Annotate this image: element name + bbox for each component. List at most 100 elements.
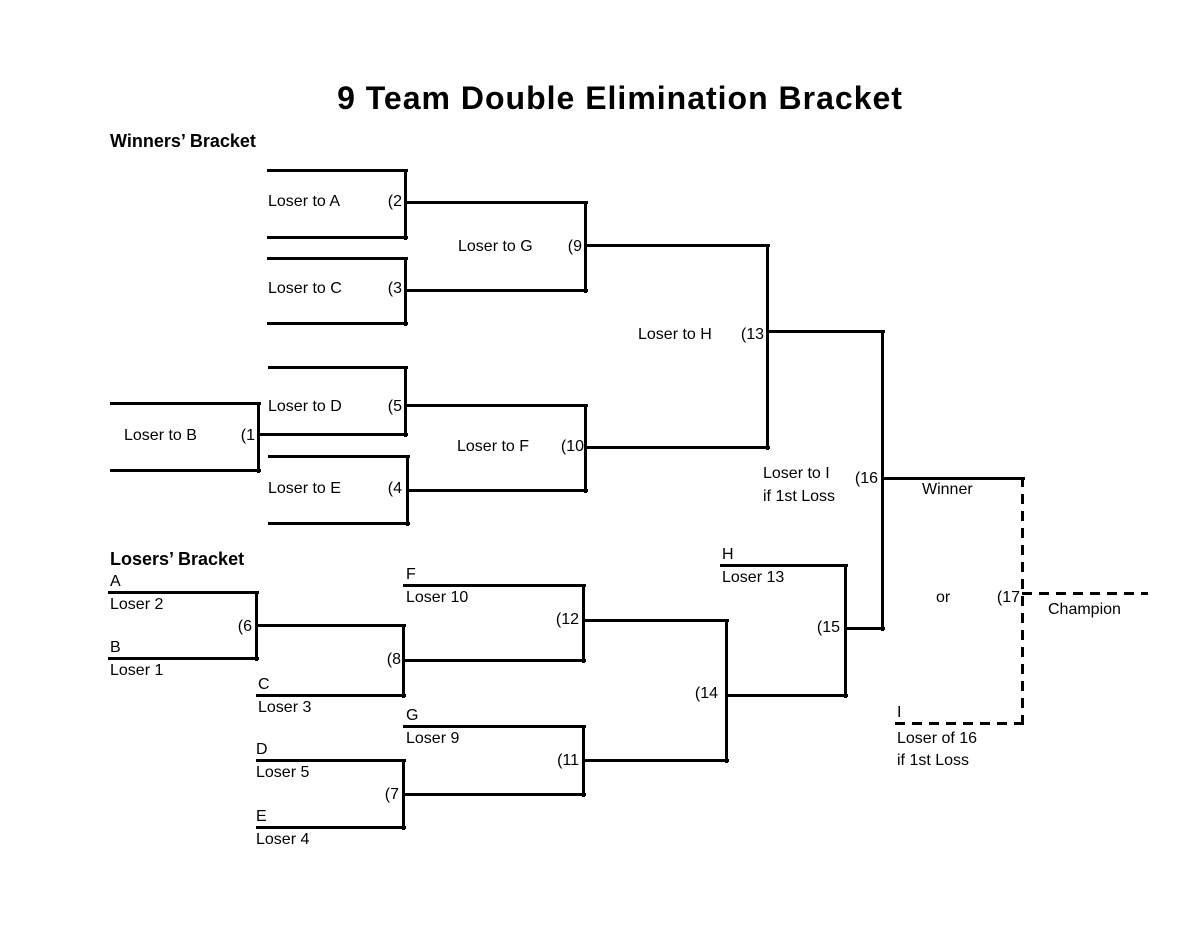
bracket-line-horizontal — [585, 446, 770, 449]
bracket-line-horizontal — [258, 433, 408, 436]
winner-label: Winner — [922, 481, 973, 498]
match-game-4: Loser to E (4 — [268, 480, 402, 498]
match-game-5: Loser to D (5 — [268, 398, 402, 416]
match-team-label: Loser to B — [124, 427, 197, 444]
game-number-7: (7 — [384, 786, 399, 803]
slot-desc-I: Loser of 16 if 1st Loss — [897, 728, 977, 772]
bracket-line-vertical — [584, 201, 587, 293]
match-team-label: Loser to H — [638, 326, 712, 343]
page-title: 9 Team Double Elimination Bracket — [337, 80, 903, 116]
bracket-line-vertical — [404, 366, 407, 437]
bracket-line-horizontal — [267, 322, 408, 325]
bracket-line-horizontal — [267, 236, 408, 239]
match-number: (9 — [567, 238, 582, 255]
slot-letter-A: A — [110, 573, 121, 590]
or-label: or — [936, 589, 951, 606]
game-number-15: (15 — [816, 619, 840, 636]
bracket-line-horizontal — [110, 469, 261, 472]
bracket-line-horizontal — [268, 366, 408, 369]
slot-desc-I-line1: Loser of 16 — [897, 730, 978, 747]
slot-desc-D: Loser 5 — [256, 764, 310, 781]
game-number-11: (11 — [557, 752, 579, 769]
match-game-13: Loser to H (13 — [638, 326, 764, 344]
game-number-12: (12 — [555, 611, 579, 628]
slot-letter-E: E — [256, 808, 267, 825]
match-game-16-label: Loser to I if 1st Loss — [763, 462, 835, 508]
bracket-line-horizontal — [110, 402, 261, 405]
slot-letter-F: F — [406, 566, 416, 583]
bracket-line-horizontal — [256, 694, 406, 697]
bracket-line-horizontal — [583, 759, 729, 762]
match-number: (4 — [387, 480, 402, 497]
match-team-label: Loser to E — [268, 480, 341, 497]
game-number-17: (17 — [996, 589, 1020, 606]
slot-letter-G: G — [406, 707, 419, 724]
bracket-line-horizontal — [267, 169, 408, 172]
slot-desc-F: Loser 10 — [406, 589, 469, 606]
bracket-line-horizontal — [845, 627, 885, 630]
bracket-line-horizontal — [583, 619, 729, 622]
bracket-line-horizontal — [268, 455, 410, 458]
bracket-line-horizontal — [882, 477, 1025, 480]
match-team-label: Loser to G — [458, 238, 533, 255]
bracket-line-horizontal — [767, 330, 885, 333]
bracket-line-vertical — [582, 584, 585, 663]
match-number: (5 — [387, 398, 402, 415]
match-game-3: Loser to C (3 — [268, 280, 402, 298]
slot-letter-D: D — [256, 741, 268, 758]
bracket-line-vertical — [881, 330, 884, 631]
bracket-line-dashed-horizontal — [895, 722, 1025, 725]
match-number: (3 — [387, 280, 402, 297]
losers-bracket-heading: Losers’ Bracket — [110, 549, 245, 569]
match-team-label: Loser to D — [268, 398, 342, 415]
slot-desc-G: Loser 9 — [406, 730, 460, 747]
game-number-14: (14 — [694, 685, 718, 702]
bracket-line-horizontal — [403, 725, 586, 728]
bracket-line-horizontal — [268, 522, 410, 525]
match-number: (1 — [240, 427, 255, 444]
match-number: (13 — [740, 326, 764, 343]
bracket-line-horizontal — [405, 289, 588, 292]
winners-bracket-heading: Winners’ Bracket — [110, 131, 256, 151]
match-team-label: Loser to F — [457, 438, 530, 455]
slot-desc-C: Loser 3 — [258, 699, 312, 716]
champion-label: Champion — [1048, 601, 1121, 618]
bracket-line-vertical — [844, 564, 847, 698]
bracket-line-vertical — [404, 169, 407, 240]
bracket-line-dashed-horizontal — [1022, 592, 1148, 595]
bracket-line-horizontal — [256, 759, 406, 762]
match-number-game-16: (16 — [854, 470, 878, 487]
bracket-line-horizontal — [267, 257, 408, 260]
match-team-label: Loser to C — [268, 280, 342, 297]
slot-desc-B: Loser 1 — [110, 662, 164, 679]
bracket-line-horizontal — [256, 624, 406, 627]
match-team-label: if 1st Loss — [763, 488, 836, 505]
match-number: (2 — [387, 193, 402, 210]
match-team-label: Loser to A — [268, 193, 341, 210]
slot-letter-H: H — [722, 546, 734, 563]
slot-desc-I-line2: if 1st Loss — [897, 752, 970, 769]
slot-desc-H: Loser 13 — [722, 569, 785, 586]
bracket-line-horizontal — [403, 793, 586, 796]
slot-letter-C: C — [258, 676, 270, 693]
bracket-line-horizontal — [256, 826, 406, 829]
bracket-line-horizontal — [405, 404, 588, 407]
slot-letter-B: B — [110, 639, 121, 656]
bracket-line-horizontal — [403, 659, 586, 662]
bracket-line-horizontal — [585, 244, 770, 247]
bracket-line-horizontal — [403, 584, 586, 587]
bracket-line-horizontal — [405, 201, 588, 204]
match-game-9: Loser to G (9 — [458, 238, 582, 256]
bracket-line-dashed-vertical — [1021, 477, 1024, 726]
slot-desc-A: Loser 2 — [110, 596, 164, 613]
bracket-line-vertical — [766, 244, 769, 450]
bracket-line-horizontal — [726, 694, 848, 697]
slot-desc-E: Loser 4 — [256, 831, 310, 848]
bracket-line-vertical — [257, 402, 260, 473]
match-game-2: Loser to A (2 — [268, 193, 402, 211]
match-number: (10 — [560, 438, 584, 455]
bracket-line-horizontal — [108, 591, 259, 594]
match-team-label: Loser to I — [763, 465, 830, 482]
game-number-6: (6 — [237, 618, 252, 635]
